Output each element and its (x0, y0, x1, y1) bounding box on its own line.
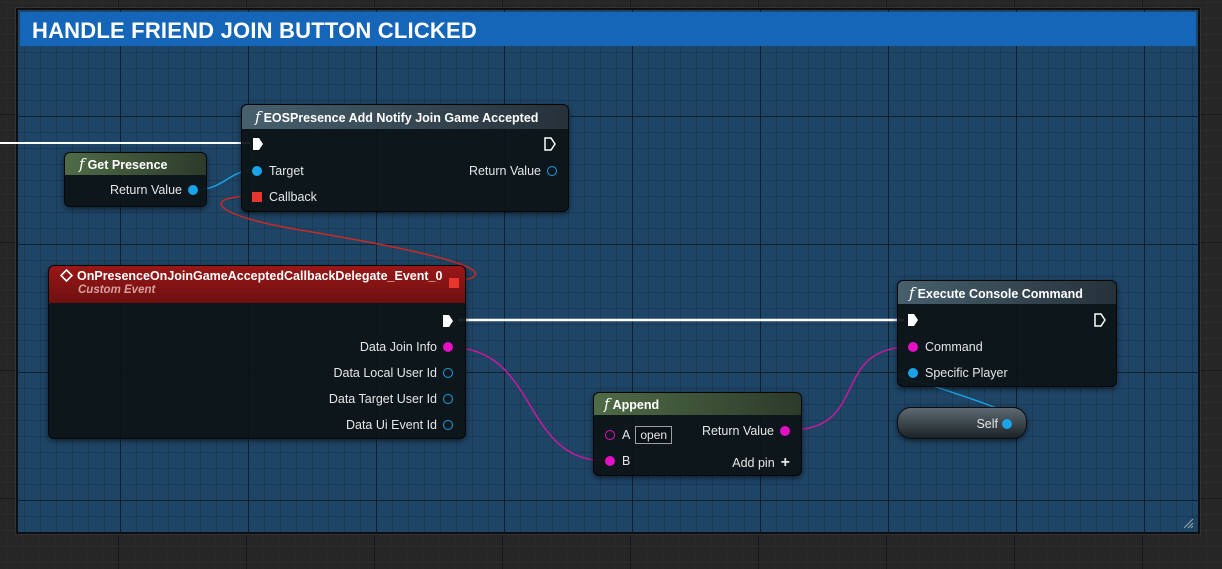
exec-pin-icon[interactable] (1094, 313, 1106, 327)
string-pin-icon[interactable] (443, 342, 453, 352)
eos-presence-title: EOSPresence Add Notify Join Game Accepte… (263, 111, 539, 125)
delegate-pin-icon[interactable] (252, 192, 262, 202)
self-label: Self (976, 417, 998, 431)
function-icon: f (909, 284, 915, 302)
eos-exec-in-pin[interactable] (252, 137, 264, 151)
append-return-pin[interactable]: Return Value (702, 424, 790, 438)
data-join-info-pin[interactable]: Data Join Info (360, 340, 453, 354)
object-pin-icon[interactable] (252, 166, 262, 176)
function-icon: f (255, 108, 261, 126)
append-a-pin[interactable]: A open (605, 426, 673, 444)
get-presence-title: Get Presence (87, 158, 168, 172)
custom-event-exec-out-pin[interactable] (442, 314, 454, 328)
resize-grip-icon[interactable] (1182, 517, 1194, 529)
self-node[interactable]: Self (897, 407, 1027, 439)
append-a-input[interactable]: open (635, 426, 673, 444)
comment-box[interactable]: HANDLE FRIEND JOIN BUTTON CLICKED (16, 8, 1200, 534)
object-pin-icon[interactable] (443, 368, 453, 378)
add-icon[interactable]: + (780, 454, 790, 471)
string-pin-icon[interactable] (605, 456, 615, 466)
execute-exec-in-pin[interactable] (907, 313, 919, 327)
comment-title: HANDLE FRIEND JOIN BUTTON CLICKED (32, 18, 477, 43)
custom-event-subtitle: Custom Event (78, 284, 156, 296)
data-ui-event-id-label: Data Ui Event Id (345, 418, 437, 432)
get-presence-return-pin[interactable]: Return Value (110, 183, 198, 197)
function-icon: f (79, 155, 85, 173)
add-pin-label: Add pin (732, 456, 775, 470)
data-ui-event-id-pin[interactable]: Data Ui Event Id (346, 418, 453, 432)
eos-return-pin[interactable]: Return Value (469, 164, 557, 178)
execute-console-title: Execute Console Command (917, 287, 1083, 301)
self-pin[interactable]: Self (976, 417, 1012, 431)
data-join-info-label: Data Join Info (359, 340, 437, 354)
object-pin-icon[interactable] (188, 185, 198, 195)
execute-command-label: Command (925, 340, 983, 354)
eos-target-label: Target (269, 164, 304, 178)
execute-player-label: Specific Player (925, 366, 1008, 380)
object-pin-icon[interactable] (443, 420, 453, 430)
append-a-label: A (622, 428, 631, 442)
comment-header[interactable]: HANDLE FRIEND JOIN BUTTON CLICKED (20, 12, 1196, 46)
data-local-user-id-pin[interactable]: Data Local User Id (333, 366, 453, 380)
eos-callback-pin[interactable]: Callback (252, 190, 317, 204)
eos-callback-label: Callback (269, 190, 317, 204)
append-b-pin[interactable]: B (605, 454, 630, 468)
string-pin-icon[interactable] (780, 426, 790, 436)
object-pin-icon[interactable] (547, 166, 557, 176)
delegate-pin-icon[interactable] (449, 278, 459, 288)
custom-event-node[interactable]: OnPresenceOnJoinGameAcceptedCallbackDele… (48, 265, 466, 439)
object-pin-icon[interactable] (908, 368, 918, 378)
eos-return-label: Return Value (468, 164, 541, 178)
object-pin-icon[interactable] (1002, 419, 1012, 429)
execute-command-pin[interactable]: Command (908, 340, 983, 354)
add-pin-button[interactable]: Add pin + (732, 454, 790, 471)
data-target-user-id-pin[interactable]: Data Target User Id (329, 392, 453, 406)
custom-event-title: OnPresenceOnJoinGameAcceptedCallbackDele… (77, 269, 443, 283)
function-icon: f (604, 395, 610, 413)
append-title: Append (612, 398, 660, 412)
custom-event-header[interactable]: OnPresenceOnJoinGameAcceptedCallbackDele… (49, 266, 465, 303)
exec-pin-icon[interactable] (252, 137, 264, 151)
eos-exec-out-pin[interactable] (544, 137, 556, 151)
exec-pin-icon[interactable] (544, 137, 556, 151)
execute-exec-out-pin[interactable] (1094, 313, 1106, 327)
execute-player-pin[interactable]: Specific Player (908, 366, 1008, 380)
exec-pin-icon[interactable] (907, 313, 919, 327)
data-target-user-id-label: Data Target User Id (328, 392, 437, 406)
eos-target-pin[interactable]: Target (252, 164, 304, 178)
event-diamond-icon (59, 268, 74, 283)
append-return-label: Return Value (701, 424, 774, 438)
string-pin-icon[interactable] (908, 342, 918, 352)
exec-pin-icon[interactable] (442, 314, 454, 328)
string-pin-icon[interactable] (605, 430, 615, 440)
object-pin-icon[interactable] (443, 394, 453, 404)
data-local-user-id-label: Data Local User Id (333, 366, 437, 380)
get-presence-return-label: Return Value (109, 183, 182, 197)
append-b-label: B (622, 454, 631, 468)
